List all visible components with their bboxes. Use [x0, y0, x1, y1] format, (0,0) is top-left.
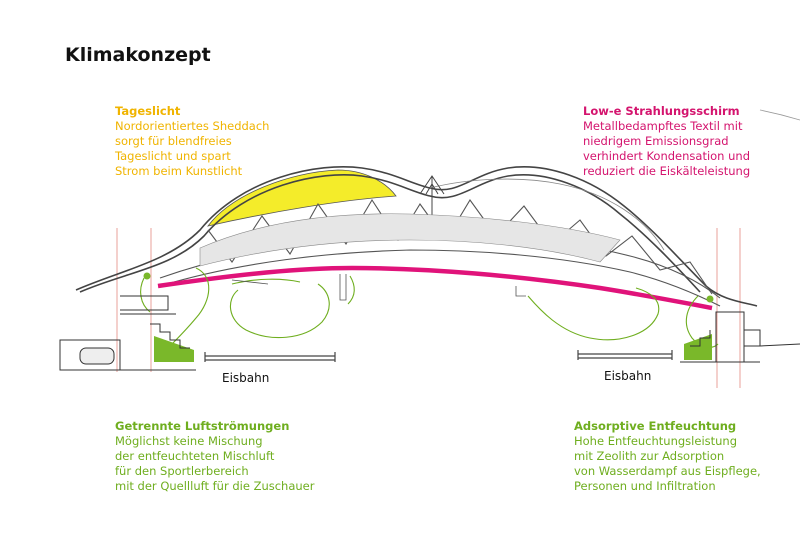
lowe-heading: Low-e Strahlungsschirm — [583, 104, 740, 118]
air-supply-units — [143, 272, 714, 362]
lowe-annotation: Low-e Strahlungsschirm Metallbedampftes … — [583, 104, 750, 179]
entfeuchtung-line: mit Zeolith zur Adsorption — [574, 449, 725, 463]
roof-outline — [759, 109, 800, 121]
luftstroemung-line: mit der Quellluft für die Zuschauer — [115, 479, 315, 493]
lowe-line: verhindert Kondensation und — [583, 149, 751, 163]
rink-label-left: Eisbahn — [222, 371, 270, 385]
tageslicht-line: sorgt für blendfreies — [115, 134, 232, 148]
entfeuchtung-heading: Adsorptive Entfeuchtung — [574, 419, 737, 433]
luftstroemung-annotation: Getrennte Luftströmungen Möglichst keine… — [115, 419, 314, 494]
diagram-title: Klimakonzept — [65, 44, 211, 66]
tageslicht-line: Tageslicht und spart — [115, 149, 231, 163]
ice-rinks — [204, 350, 673, 362]
tageslicht-annotation: Tageslicht Nordorientiertes Sheddach sor… — [115, 104, 269, 179]
lowe-line: reduziert die Eiskälteleistung — [583, 164, 751, 178]
entfeuchtung-line: von Wasserdampf aus Eispflege, — [574, 464, 761, 478]
luftstroemung-line: für den Sportlerbereich — [115, 464, 249, 478]
tageslicht-heading: Tageslicht — [115, 104, 181, 118]
lowe-line: niedrigem Emissionsgrad — [583, 134, 729, 148]
air-flow-paths — [140, 267, 719, 348]
rink-label-right: Eisbahn — [604, 369, 652, 383]
reference-lines — [116, 228, 741, 388]
tageslicht-line: Strom beim Kunstlicht — [115, 164, 243, 178]
left-stands — [59, 295, 196, 371]
right-stands — [680, 311, 800, 363]
ductwork — [231, 274, 526, 301]
lowe-line: Metallbedampftes Textil mit — [583, 119, 743, 133]
entfeuchtung-line: Personen und Infiltration — [574, 479, 716, 493]
luftstroemung-line: Möglichst keine Mischung — [115, 434, 263, 448]
roof-membrane — [75, 166, 758, 307]
roof-outline — [429, 178, 665, 251]
luftstroemung-heading: Getrennte Luftströmungen — [115, 419, 290, 433]
tageslicht-line: Nordorientiertes Sheddach — [115, 119, 270, 133]
entfeuchtung-annotation: Adsorptive Entfeuchtung Hohe Entfeuchtun… — [574, 419, 761, 494]
roof-lining — [199, 213, 621, 267]
entfeuchtung-line: Hohe Entfeuchtungsleistung — [574, 434, 738, 448]
luftstroemung-line: der entfeuchteten Mischluft — [115, 449, 275, 463]
lowe-radiation-shield — [157, 265, 713, 311]
